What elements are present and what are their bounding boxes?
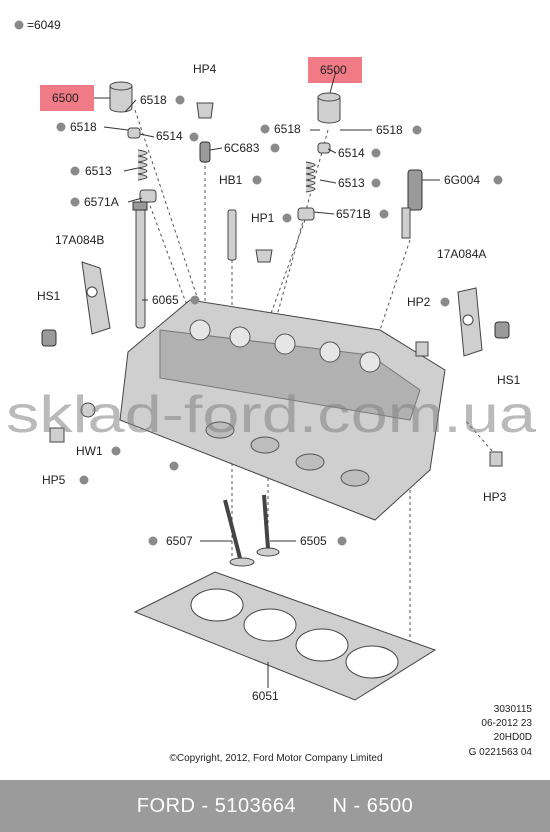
small-parts: [49, 102, 503, 467]
lifting-brackets: [41, 261, 510, 357]
parts-diagram: =6049: [6, 18, 536, 764]
callout-dot: [282, 213, 292, 223]
callout-dot: [379, 209, 389, 219]
watermark: sklad-ford.com.ua: [6, 386, 536, 444]
callout-6514-left: 6514: [156, 129, 183, 143]
callout-dot: [79, 475, 89, 485]
callout-dot: [371, 148, 381, 158]
callout-6065: 6065: [152, 293, 179, 307]
head-gasket: [133, 571, 437, 701]
callout-6500-right: 6500: [320, 63, 347, 77]
cylinder-head: [119, 299, 446, 521]
callout-6513-right: 6513: [338, 176, 365, 190]
callout-HP3: HP3: [483, 490, 507, 504]
callout-dot: [175, 95, 185, 105]
callout-6518-right: 6518: [376, 123, 403, 137]
callout-HP1: HP1: [251, 211, 275, 225]
callout-6518-top-left: 6518: [140, 93, 167, 107]
callout-dot: [270, 143, 280, 153]
callout-6051: 6051: [252, 689, 279, 703]
callout-dot: [189, 132, 199, 142]
callout-6513-left: 6513: [85, 164, 112, 178]
callout-6518-left: 6518: [70, 120, 97, 134]
right-valve-stack: [297, 92, 341, 221]
callout-HB1: HB1: [219, 173, 243, 187]
footer-part-number: 5103664: [214, 794, 297, 817]
callout-dot: [371, 178, 381, 188]
footer-sep-2: -: [347, 794, 367, 817]
meta-line-1: 3030115: [494, 704, 533, 715]
callout-dot: [440, 297, 450, 307]
callout-HP5: HP5: [42, 473, 66, 487]
part-footer: FORD - 5103664 N - 6500: [0, 780, 550, 832]
callout-dot: [70, 197, 80, 207]
footer-n-value: 6500: [366, 794, 414, 817]
callout-6505: 6505: [300, 534, 327, 548]
footer-gap: [296, 795, 332, 818]
callout-6500-left: 6500: [52, 91, 79, 105]
callout-HP4: HP4: [193, 62, 217, 76]
meta-line-4: G 0221563 04: [469, 747, 533, 758]
callout-dot: [260, 124, 270, 134]
footer-sep: -: [195, 794, 215, 817]
callout-dot: [493, 175, 503, 185]
legend-text: =6049: [27, 18, 61, 32]
callout-HS1-right: HS1: [497, 373, 521, 387]
footer-brand: FORD: [136, 794, 196, 817]
callout-HS1-left: HS1: [37, 289, 61, 303]
callout-6507: 6507: [166, 534, 193, 548]
callout-6514-right: 6514: [338, 146, 365, 160]
callout-6571A: 6571A: [84, 195, 119, 209]
callout-17A084A: 17A084A: [437, 247, 486, 261]
callout-6C683: 6C683: [224, 141, 260, 155]
copyright: ©Copyright, 2012, Ford Motor Company Lim…: [169, 753, 382, 764]
callout-dot: [412, 125, 422, 135]
left-valve-stack: [109, 81, 157, 329]
callout-dot: [56, 122, 66, 132]
highlight-6500-left: [40, 85, 94, 111]
callout-dot: [252, 175, 262, 185]
callout-dot: [70, 166, 80, 176]
callout-dot: [148, 536, 158, 546]
callout-HW1: HW1: [76, 444, 103, 458]
footer-n-label: N: [332, 794, 348, 817]
legend-dot: [14, 20, 24, 30]
callout-dot: [111, 446, 121, 456]
highlight-6500-right: [308, 57, 362, 83]
leader-lines: [94, 70, 440, 688]
callout-17A084B: 17A084B: [55, 233, 104, 247]
callout-HP2: HP2: [407, 295, 431, 309]
valves: [223, 494, 280, 567]
callout-6571B: 6571B: [336, 207, 371, 221]
callout-dot: [190, 295, 200, 305]
callout-6518-mid: 6518: [274, 122, 301, 136]
meta-line-3: 20HD0D: [494, 732, 532, 743]
meta-line-2: 06-2012 23: [481, 718, 532, 729]
callout-6G004: 6G004: [444, 173, 480, 187]
callout-dot: [337, 536, 347, 546]
callout-dot: [169, 461, 179, 471]
